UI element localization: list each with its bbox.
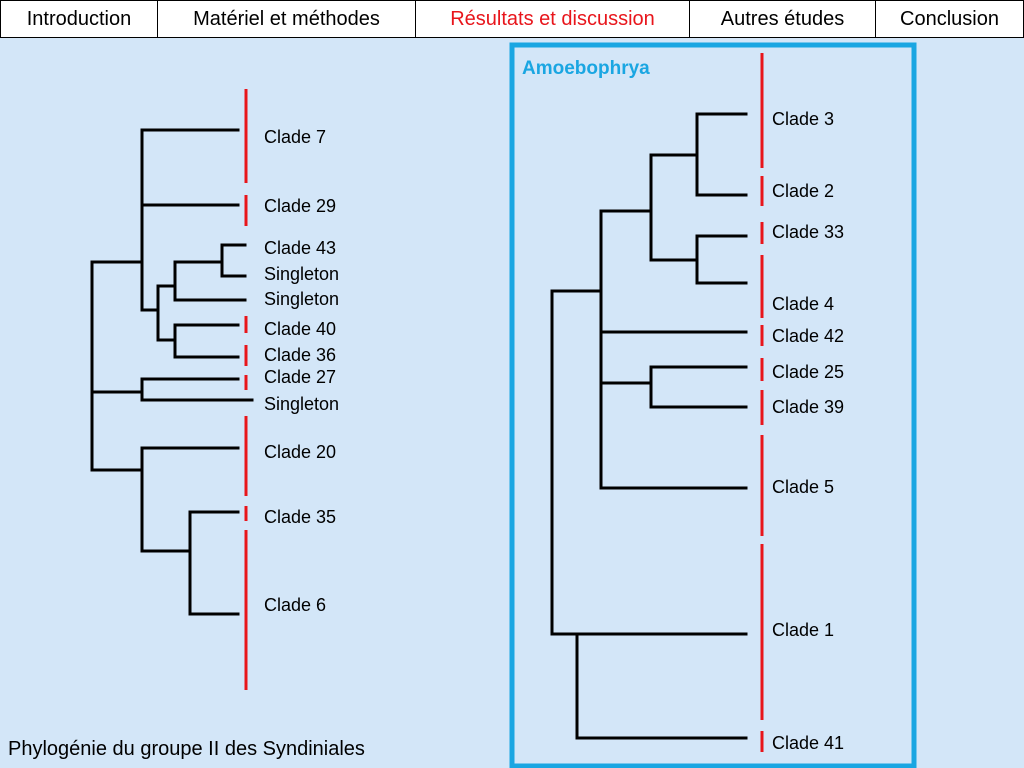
tip-label: Clade 33 (772, 222, 844, 242)
tip-label: Clade 2 (772, 181, 834, 201)
tip-label: Clade 27 (264, 367, 336, 387)
left-tree (90, 128, 254, 616)
tip-label: Clade 7 (264, 127, 326, 147)
section-nav: Introduction Matériel et méthodes Résult… (0, 0, 1024, 38)
tab-resultats-discussion[interactable]: Résultats et discussion (416, 1, 690, 37)
tip-label: Clade 1 (772, 620, 834, 640)
tip-label: Clade 5 (772, 477, 834, 497)
tip-label: Clade 41 (772, 733, 844, 753)
tab-conclusion[interactable]: Conclusion (900, 7, 999, 30)
tip-label: Clade 6 (264, 595, 326, 615)
tip-label: Clade 20 (264, 442, 336, 462)
tab-autres-etudes[interactable]: Autres études (690, 1, 876, 37)
tab-introduction[interactable]: Introduction (1, 1, 158, 37)
amoebophrya-box (509, 42, 917, 768)
tip-label: Clade 39 (772, 397, 844, 417)
tab-materiel-methodes[interactable]: Matériel et méthodes (158, 1, 416, 37)
tip-label: Clade 36 (264, 345, 336, 365)
tip-label: Clade 4 (772, 294, 834, 314)
tip-label: Singleton (264, 264, 339, 284)
tip-label: Clade 42 (772, 326, 844, 346)
tip-label: Singleton (264, 289, 339, 309)
right-tree (550, 112, 748, 740)
tip-label: Clade 3 (772, 109, 834, 129)
tip-label: Clade 43 (264, 238, 336, 258)
tip-label: Clade 29 (264, 196, 336, 216)
tip-label: Singleton (264, 394, 339, 414)
tip-label: Clade 25 (772, 362, 844, 382)
tip-label: Clade 35 (264, 507, 336, 527)
slide-caption: Phylogénie du groupe II des Syndiniales (8, 738, 365, 760)
tip-label: Clade 40 (264, 319, 336, 339)
box-title: Amoebophrya (522, 58, 650, 79)
